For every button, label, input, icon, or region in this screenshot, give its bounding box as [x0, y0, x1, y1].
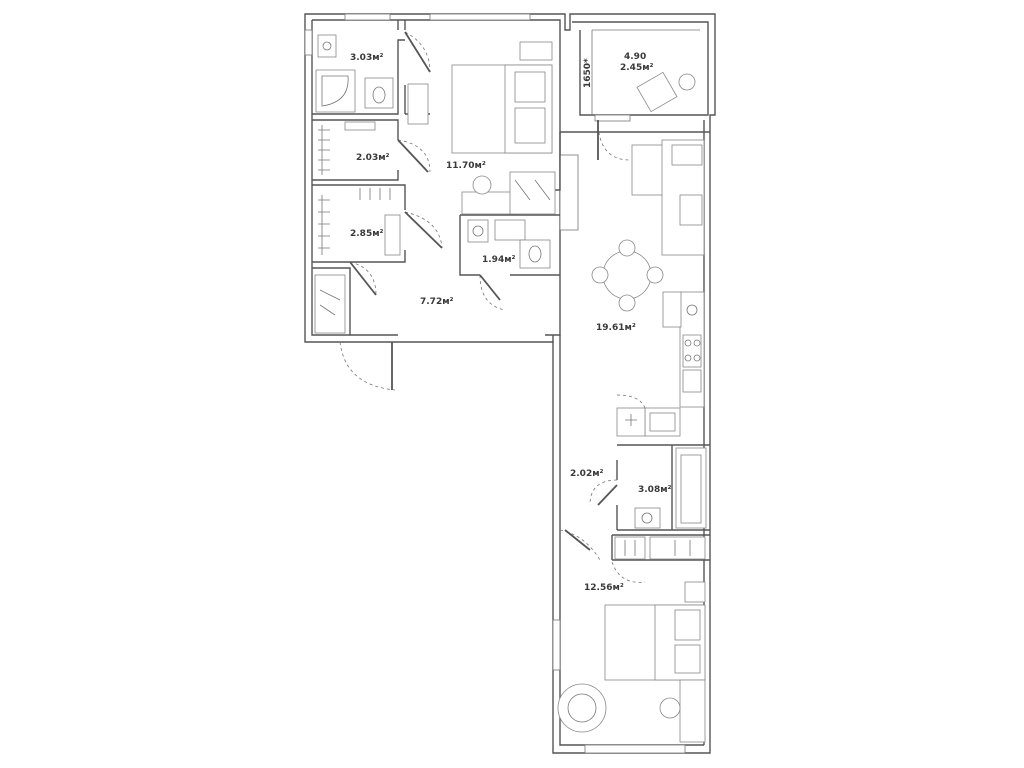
- bed-1: [451, 41, 553, 154]
- window-bedroom-1: [429, 13, 531, 21]
- area-wc: 1.94м²: [482, 255, 516, 265]
- armchair-2: [557, 683, 607, 733]
- windows: [304, 13, 686, 754]
- window-bedroom-2: [584, 744, 686, 754]
- area-bathroom-1: 3.03м²: [350, 53, 384, 63]
- area-closet-2: 2.85м²: [350, 229, 384, 239]
- corner-bath: [315, 69, 356, 113]
- hanger-rack-1: [318, 121, 376, 175]
- partitions: [312, 20, 710, 561]
- room-labels: 3.03м² 2.03м² 2.85м² 11.70м² 1.94м² 7.72…: [350, 52, 672, 593]
- area-bathroom-2: 3.08м²: [638, 485, 672, 495]
- desk: [461, 171, 556, 215]
- dining-table: [591, 239, 664, 312]
- furniture: [314, 34, 707, 743]
- area-bedroom-2: 12.56м²: [584, 583, 624, 593]
- sofa: [631, 139, 705, 256]
- area-corridor: 2.02м²: [570, 469, 604, 479]
- wc-fixtures: [467, 219, 551, 269]
- window-side: [304, 29, 313, 56]
- balcony-door: [594, 114, 631, 122]
- area-closet-1: 2.03м²: [356, 153, 390, 163]
- doors: [339, 31, 646, 583]
- area-hallway: 7.72м²: [420, 297, 454, 307]
- area-kitchen-living: 19.61м²: [596, 323, 636, 333]
- balcony-height: 1650*: [583, 58, 593, 88]
- shelf: [407, 83, 429, 125]
- bed-2: [604, 581, 706, 681]
- toilet-1: [364, 77, 394, 109]
- hanger-rack-2: [318, 188, 401, 256]
- balcony-furniture: [636, 71, 696, 113]
- sink-1: [317, 34, 337, 58]
- area-bedroom-1: 11.70м²: [446, 161, 486, 171]
- wardrobe-2: [614, 536, 706, 560]
- kitchen-counter: [616, 291, 705, 437]
- balcony-size: 4.90: [624, 52, 646, 62]
- window-bedroom-2-side: [552, 619, 561, 671]
- shoe-rack: [314, 274, 346, 334]
- window-kitchen: [559, 154, 579, 231]
- balcony-area: 2.45м²: [620, 63, 654, 73]
- bathroom-2-fixtures: [634, 447, 707, 529]
- window-bathroom: [344, 13, 391, 21]
- desk-2: [659, 679, 706, 743]
